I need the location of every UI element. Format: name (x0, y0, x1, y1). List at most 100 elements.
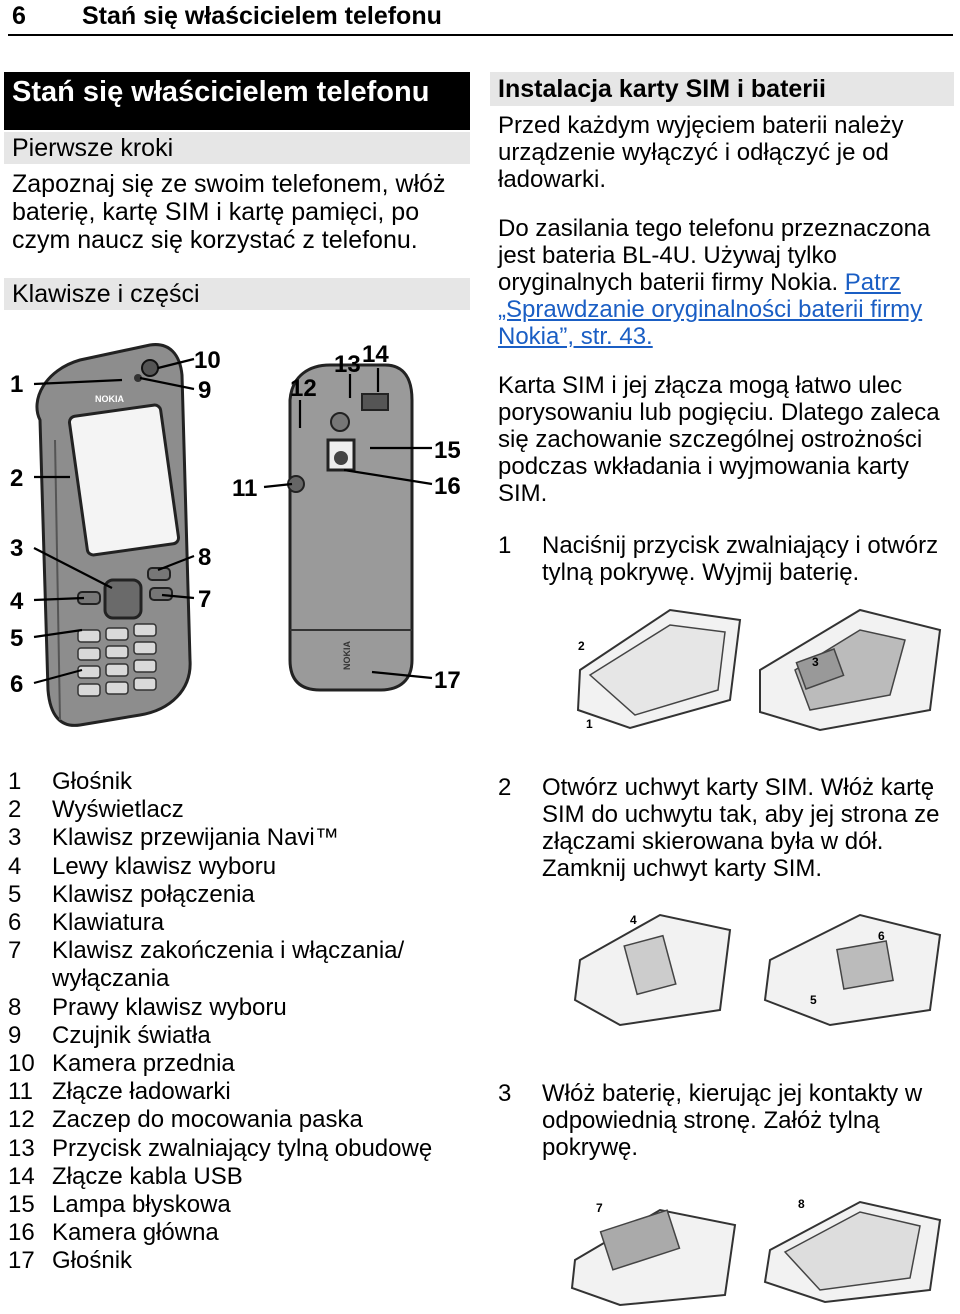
phone-back: NOKIA (287, 363, 414, 692)
part-number: 6 (8, 909, 22, 937)
fig2-label-5: 5 (810, 993, 817, 1007)
battery-type-text: Do zasilania tego telefonu przeznaczona … (498, 215, 931, 296)
parts-list-item: 17 Głośnik (8, 1247, 478, 1275)
part-number: 1 (8, 768, 22, 795)
part-number: 14 (8, 1162, 35, 1190)
part-label: Klawiatura (52, 909, 165, 937)
callout-2: 2 (10, 465, 23, 492)
parts-list-item: 2 Wyświetlacz (8, 796, 478, 824)
part-number: 16 (8, 1219, 35, 1247)
parts-list-item: 3 Klawisz przewijania Navi™ (8, 824, 478, 852)
callout-14: 14 (362, 341, 389, 368)
phone-parts-illustration: NOKIA NOKIA (10, 341, 461, 727)
part-label: Zaczep do mocowania paska (52, 1106, 363, 1134)
part-label: Wyświetlacz (52, 796, 184, 824)
sim-battery-section-title: Instalacja karty SIM i baterii (490, 72, 954, 106)
step-text: Włóż baterię, kierując jej kontakty w od… (542, 1080, 923, 1161)
parts-list-item: 10 Kamera przednia (8, 1050, 478, 1078)
battery-authenticity-link[interactable]: Patrz „Sprawdzanie oryginalności baterii… (498, 269, 923, 350)
part-label: Prawy klawisz wyboru (52, 993, 287, 1021)
part-label: Czujnik światła (52, 1021, 211, 1049)
part-number: 7 (8, 937, 22, 965)
parts-list-item: 14 Złącze kabla USB (8, 1163, 478, 1191)
part-number: 15 (8, 1191, 35, 1219)
battery-removal-figure: 2 1 3 (576, 608, 942, 732)
callout-7: 7 (198, 586, 211, 613)
part-number: 11 (8, 1078, 33, 1106)
fig3-label-8: 8 (798, 1197, 805, 1211)
paragraph-battery-type: Do zasilania tego telefonu przeznaczona … (490, 215, 954, 350)
callout-3: 3 (10, 535, 23, 562)
part-number: 12 (8, 1106, 35, 1134)
callout-15: 15 (434, 437, 461, 464)
section-title: Pierwsze kroki (4, 132, 470, 164)
battery-insertion-figure: 7 8 (570, 1197, 942, 1307)
part-label: Kamera główna (52, 1219, 219, 1247)
part-label: Lewy klawisz wyboru (52, 852, 277, 880)
callout-1: 1 (10, 371, 23, 398)
callout-12: 12 (290, 375, 317, 402)
part-number: 4 (8, 852, 22, 880)
step-number: 1 (498, 532, 512, 559)
phone-front: NOKIA (35, 343, 192, 727)
step-number: 3 (498, 1080, 512, 1107)
fig1-label-2: 2 (578, 639, 585, 653)
part-label: Złącze ładowarki (52, 1078, 231, 1106)
running-header: 6 Stań się właścicielem telefonu (8, 0, 953, 36)
part-number: 10 (8, 1050, 35, 1078)
brand-back: NOKIA (342, 641, 352, 671)
sim-insertion-figure: 4 5 6 (573, 913, 942, 1027)
part-label: Klawisz przewijania Navi™ (52, 824, 339, 852)
parts-list-item: 8 Prawy klawisz wyboru (8, 994, 478, 1022)
parts-list-item: 6 Klawiatura (8, 909, 478, 937)
parts-list-item: 12 Zaczep do mocowania paska (8, 1106, 478, 1134)
part-label: Kamera przednia (52, 1050, 235, 1078)
part-number: 3 (8, 824, 22, 852)
callout-numbers: 1 2 3 4 5 6 7 8 9 10 11 12 13 14 15 16 1… (10, 341, 461, 698)
step-number: 2 (498, 774, 512, 801)
parts-list-item: 16 Kamera główna (8, 1219, 478, 1247)
callout-17: 17 (434, 667, 461, 694)
parts-list-item: 11 Złącze ładowarki (8, 1078, 478, 1106)
step-text: Otwórz uchwyt karty SIM. Włóż kartę SIM … (542, 774, 940, 882)
part-label: Głośnik (52, 1247, 133, 1275)
callout-9: 9 (198, 377, 211, 404)
callout-10: 10 (194, 347, 221, 374)
step-text: Naciśnij przycisk zwalniający i otwórz t… (542, 532, 939, 586)
callout-lines (33, 357, 433, 685)
fig3-label-7: 7 (596, 1201, 603, 1215)
left-column: Stań się właścicielem telefonu Pierwsze … (4, 72, 470, 310)
part-label: Lampa błyskowa (52, 1191, 231, 1219)
part-label: Głośnik (52, 768, 133, 795)
part-number: 5 (8, 880, 22, 908)
parts-list-item: 4 Lewy klawisz wyboru (8, 853, 478, 881)
parts-list-item: 15 Lampa błyskowa (8, 1191, 478, 1219)
paragraph-sim-care: Karta SIM i jej złącza mogą łatwo ulec p… (498, 372, 940, 507)
callout-16: 16 (434, 473, 461, 500)
part-label: Złącze kabla USB (52, 1162, 243, 1190)
parts-list-item: 1 Głośnik (8, 768, 478, 796)
callout-5: 5 (10, 625, 23, 652)
callout-4: 4 (10, 588, 24, 615)
parts-list-item: 13 Przycisk zwalniający tylną obudowę (8, 1135, 478, 1163)
part-number: 17 (8, 1247, 35, 1275)
part-number: 2 (8, 796, 22, 824)
fig2-label-6: 6 (878, 929, 885, 943)
fig1-label-3: 3 (812, 655, 819, 669)
part-label: Przycisk zwalniający tylną obudowę (52, 1134, 433, 1162)
intro-paragraph: Zapoznaj się ze swoim telefonem, włóż ba… (12, 170, 446, 254)
callout-13: 13 (334, 351, 361, 378)
fig1-label-1: 1 (586, 717, 593, 731)
running-title: Stań się właścicielem telefonu (82, 2, 442, 30)
fig2-label-4: 4 (630, 913, 637, 927)
part-number: 13 (8, 1134, 35, 1162)
callout-6: 6 (10, 671, 23, 698)
brand-front: NOKIA (95, 394, 125, 404)
part-number: 8 (8, 993, 22, 1021)
callout-11: 11 (232, 475, 257, 502)
callout-8: 8 (198, 544, 211, 571)
right-column: Instalacja karty SIM i baterii Przed każ… (490, 72, 954, 507)
